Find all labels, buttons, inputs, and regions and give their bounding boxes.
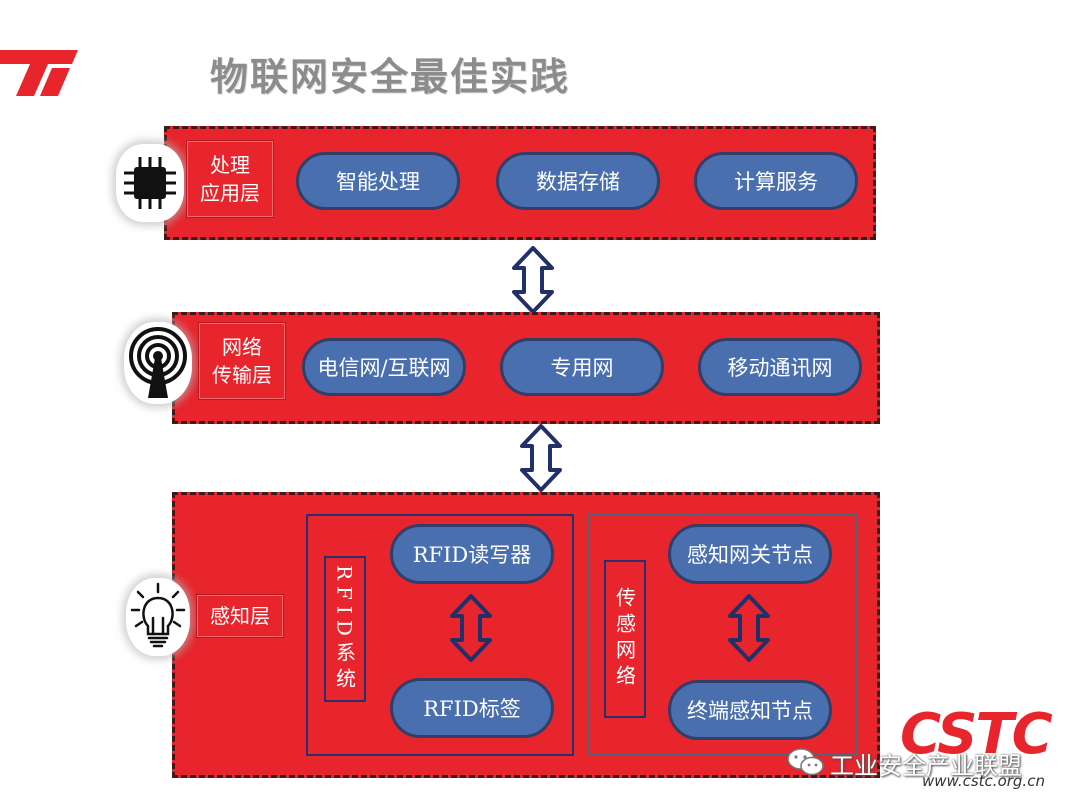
terminal-sensor-node: 终端感知节点 bbox=[668, 680, 832, 740]
lightbulb-icon bbox=[126, 578, 190, 656]
rfid-system-label: RFID系统 bbox=[324, 556, 366, 702]
rfid-reader-node: RFID读写器 bbox=[390, 524, 554, 584]
sensor-internal-double-arrow bbox=[728, 594, 770, 662]
sensor-gateway-node: 感知网关节点 bbox=[668, 524, 832, 584]
page-title: 物联网安全最佳实践 bbox=[210, 54, 571, 99]
sensor-network-label: 传感网络 bbox=[604, 560, 646, 718]
sensor-network-group bbox=[588, 514, 858, 756]
rfid-system-group bbox=[306, 514, 574, 756]
perception-layer-label: 感知层 bbox=[196, 594, 284, 638]
watermark-url: www.cstc.org.cn bbox=[922, 772, 1045, 790]
smart-processing-node: 智能处理 bbox=[296, 152, 460, 210]
wechat-icon bbox=[787, 748, 824, 776]
application-layer-label: 处理 应用层 bbox=[186, 140, 274, 218]
brand-t-logo bbox=[0, 50, 78, 96]
network-layer-label-line1: 网络 bbox=[222, 335, 262, 359]
network-perception-double-arrow bbox=[520, 424, 562, 492]
application-layer-label-line1: 处理 bbox=[210, 153, 250, 177]
signal-tower-icon bbox=[124, 322, 192, 404]
application-layer-label-line2: 应用层 bbox=[200, 181, 260, 205]
network-layer-label: 网络 传输层 bbox=[198, 322, 286, 400]
app-network-double-arrow bbox=[512, 246, 554, 314]
compute-service-node: 计算服务 bbox=[694, 152, 858, 210]
rfid-internal-double-arrow bbox=[450, 594, 492, 662]
rfid-tag-node: RFID标签 bbox=[390, 678, 554, 738]
watermark-text: 工业安全产业联盟 bbox=[830, 752, 1022, 780]
mobile-network-node: 移动通讯网 bbox=[698, 338, 862, 396]
cstc-logo: CSTC bbox=[900, 702, 1053, 767]
data-storage-node: 数据存储 bbox=[496, 152, 660, 210]
chip-icon bbox=[116, 144, 184, 222]
telecom-internet-node: 电信网/互联网 bbox=[302, 338, 466, 396]
private-network-node: 专用网 bbox=[500, 338, 664, 396]
network-layer-label-line2: 传输层 bbox=[212, 363, 272, 387]
